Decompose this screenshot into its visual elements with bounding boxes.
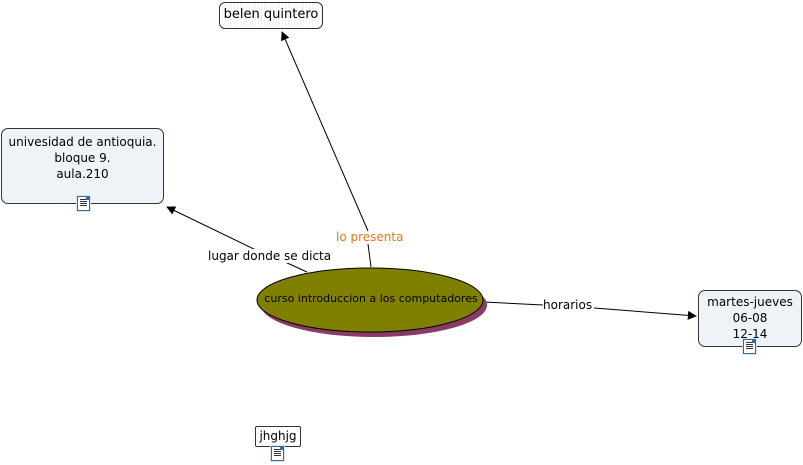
center-node-ellipse[interactable]	[256, 267, 484, 333]
document-icon[interactable]	[271, 446, 284, 461]
connector-lugar-upper	[166, 206, 259, 252]
node-universidad-line-3: aula.210	[56, 167, 109, 181]
connector-horarios-left	[483, 301, 544, 306]
center-node-label: curso introduccion a los computadores	[264, 292, 478, 305]
link-label-lugar-donde-se-dicta[interactable]: lugar donde se dicta	[208, 249, 332, 263]
node-martes-jueves-line-2: 06-08	[732, 311, 768, 325]
document-icon[interactable]	[77, 196, 90, 211]
node-universidad-line-2: bloque 9.	[54, 151, 111, 165]
node-martes-jueves-line-3: 12-14	[732, 327, 768, 341]
document-icon[interactable]	[743, 339, 756, 354]
link-label-horarios[interactable]: horarios	[543, 298, 593, 312]
node-belen-quintero-text: belen quintero	[223, 7, 319, 22]
link-label-lo-presenta[interactable]: lo presenta	[336, 230, 404, 244]
node-jhghjg[interactable]: jhghjg	[255, 426, 301, 447]
connector-lugar-lower	[284, 261, 308, 273]
node-universidad[interactable]: univesidad de antioquia. bloque 9. aula.…	[1, 128, 164, 211]
node-martes-jueves[interactable]: martes-jueves 06-08 12-14	[698, 290, 802, 354]
connector-presenta-lower	[367, 243, 372, 268]
node-martes-jueves-line-1: martes-jueves	[707, 295, 793, 309]
node-belen-quintero[interactable]: belen quintero	[219, 2, 323, 29]
connector-presenta-upper	[281, 31, 369, 232]
connector-horarios-right	[593, 307, 697, 320]
node-universidad-line-1: univesidad de antioquia.	[8, 135, 157, 149]
node-jhghjg-text: jhghjg	[259, 429, 297, 443]
